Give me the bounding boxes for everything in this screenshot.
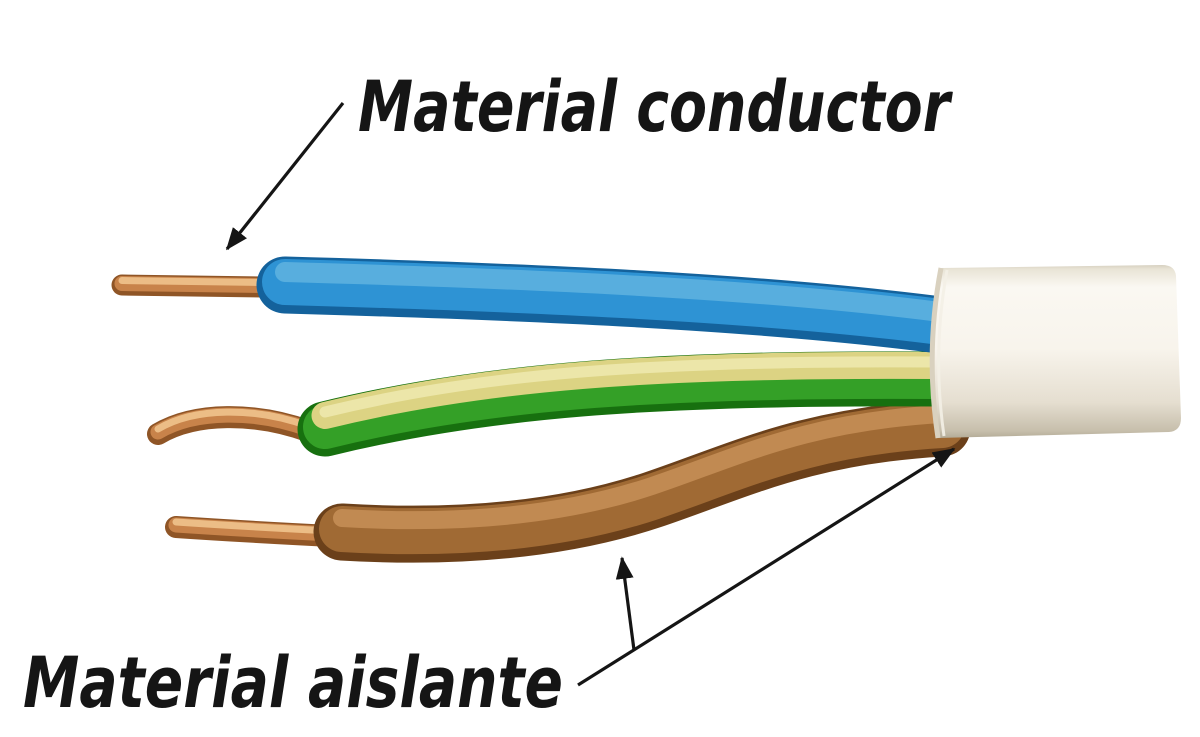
cable-sheath bbox=[929, 265, 1181, 439]
sheath-cut-edge bbox=[929, 267, 944, 439]
sheath-edge-highlight bbox=[937, 269, 949, 437]
copper-top-highlight bbox=[122, 281, 264, 283]
sheath-body bbox=[932, 265, 1181, 438]
label-material-aislante: Material aislante bbox=[23, 642, 563, 724]
label-material-conductor: Material conductor bbox=[358, 66, 954, 148]
conductor-arrow bbox=[225, 102, 345, 251]
annotation-arrows bbox=[225, 102, 956, 687]
aislante-arrow-to-wire bbox=[615, 556, 636, 651]
copper-conductor-top bbox=[122, 281, 264, 288]
copper-conductor-bottom bbox=[176, 522, 332, 536]
aislante-arrow-to-sheath bbox=[577, 447, 956, 687]
